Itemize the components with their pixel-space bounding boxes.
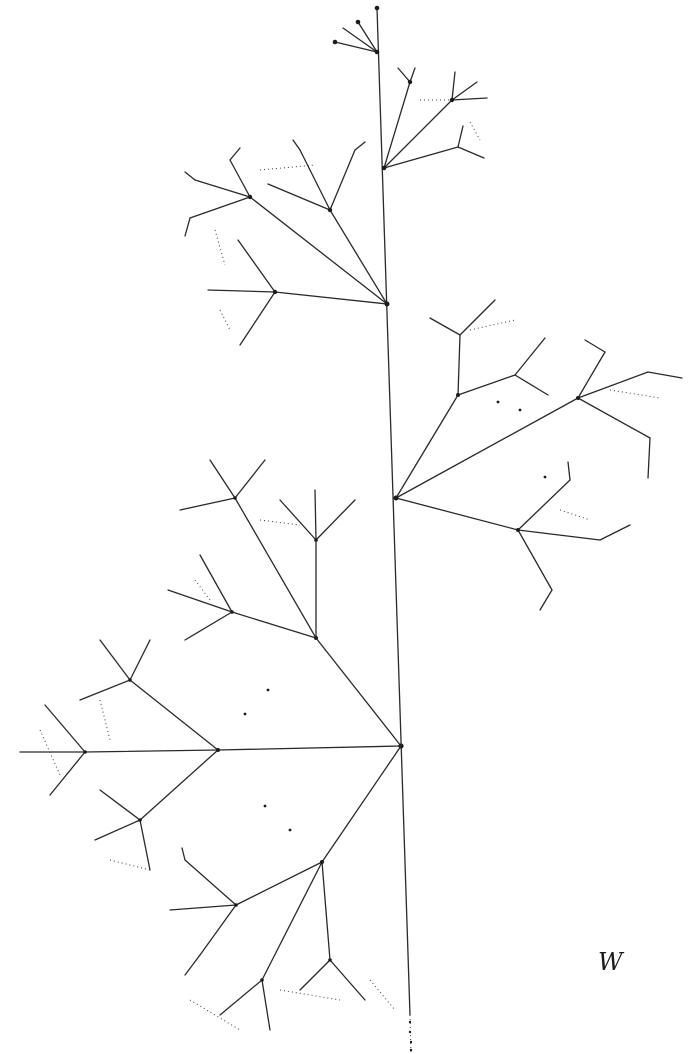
- left-large-branch: [20, 640, 404, 870]
- right-branch: [394, 300, 683, 610]
- figure-label: W: [598, 948, 623, 976]
- apex-branch: [333, 6, 380, 55]
- upper-left-branch: [185, 140, 390, 345]
- left-middle-branch: [168, 460, 355, 640]
- stem-continuation-dots: [409, 1021, 412, 1051]
- lower-left-branch: [170, 746, 401, 1030]
- upper-right-branch: [382, 68, 487, 170]
- link-left-middle: [316, 638, 401, 746]
